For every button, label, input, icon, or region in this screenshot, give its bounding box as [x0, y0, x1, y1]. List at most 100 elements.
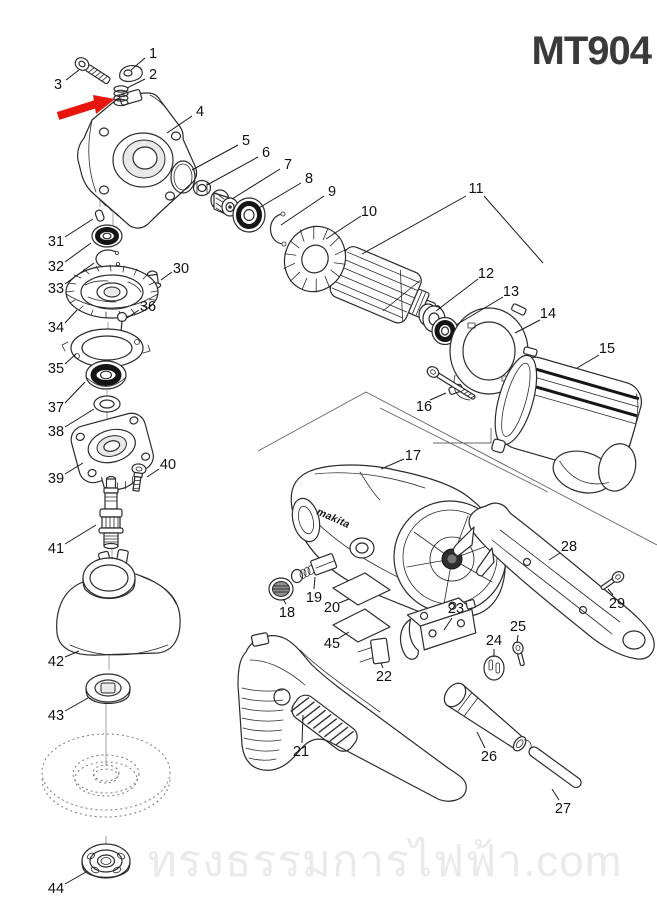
part-25-screw-drawing [512, 641, 525, 667]
callout-37: 37 [48, 400, 64, 416]
assembly-connector-lines [257, 391, 657, 546]
part-2-spring-drawing [113, 85, 129, 107]
page-title: MT904 [532, 29, 653, 73]
callout-leader-44 [64, 871, 87, 885]
callout-13: 13 [503, 284, 519, 300]
callout-leader-42 [64, 650, 80, 658]
callout-leader-23 [443, 617, 453, 631]
part-15-field-stator-drawing [491, 354, 642, 494]
callout-2: 2 [149, 67, 157, 83]
callout-leader-34 [64, 309, 78, 324]
callout-12: 12 [478, 266, 494, 282]
callout-45: 45 [324, 636, 340, 652]
part-45-label-sheet-drawing [332, 608, 391, 643]
callout-10: 10 [361, 204, 377, 220]
part-9-circlip-drawing [269, 211, 287, 247]
callout-5: 5 [242, 133, 250, 149]
callout-leader-5 [191, 144, 239, 171]
part-41-spindle-drawing [98, 475, 124, 550]
callout-6: 6 [262, 145, 270, 161]
callout-38: 38 [48, 424, 64, 440]
callout-14: 14 [540, 306, 556, 322]
part-6-nut-drawing [192, 179, 212, 197]
callout-19: 19 [306, 590, 322, 606]
callout-3: 3 [54, 77, 62, 93]
callout-7: 7 [284, 157, 292, 173]
callout-leader-31 [64, 218, 94, 238]
callout-leader-14 [514, 319, 541, 334]
callout-11: 11 [468, 181, 483, 197]
part-34-bevel-gear-drawing [65, 264, 159, 319]
callout-leader-18 [282, 598, 287, 605]
callout-15: 15 [599, 341, 615, 357]
part-23-switch-drawing [399, 597, 477, 660]
callout-20: 20 [324, 600, 340, 616]
callout-44: 44 [48, 881, 64, 897]
part-1-lever-drawing [119, 65, 143, 83]
callout-leader-15 [576, 354, 600, 369]
callout-18: 18 [279, 605, 295, 621]
callout-25: 25 [510, 619, 526, 635]
part-27-cord-drawing [523, 739, 582, 789]
part-44-lock-nut-drawing [81, 843, 131, 879]
part-8-ball-bearing-drawing [232, 197, 266, 233]
callout-4: 4 [196, 104, 204, 120]
callout-8: 8 [305, 171, 313, 187]
part-26-boot-drawing [443, 682, 527, 752]
callout-29: 29 [609, 596, 625, 612]
part-28-handle-housing-drawing [452, 502, 655, 660]
callout-30: 30 [173, 261, 189, 277]
callout-leader-11 [483, 195, 544, 264]
callout-leader-37 [64, 381, 86, 404]
highlight-arrow [56, 95, 115, 120]
part-31-pin-drawing [94, 209, 105, 222]
part-19-carbon-brush-drawing [290, 553, 338, 584]
callout-leader-7 [231, 168, 281, 200]
callout-leader-26 [476, 731, 486, 749]
part-4-gear-housing-drawing [77, 89, 198, 229]
callout-leader-38 [64, 408, 95, 428]
part-24-lever-drawing [483, 655, 505, 681]
part-20-label-sheet-drawing [332, 572, 391, 606]
callout-leader-10 [325, 215, 362, 240]
callout-16: 16 [416, 399, 432, 415]
part-21-handle-cover-drawing [237, 632, 467, 802]
part-38-washer-drawing [93, 395, 121, 413]
callout-39: 39 [48, 471, 64, 487]
callout-leader-43 [64, 697, 89, 712]
callout-leader-22 [380, 662, 384, 669]
callout-leader-32 [64, 242, 92, 263]
part-5-o-ring-drawing [170, 160, 196, 194]
callout-leader-33 [64, 262, 95, 285]
callout-leader-17 [380, 458, 405, 470]
callout-9: 9 [328, 184, 336, 200]
callout-leader-35 [64, 353, 77, 365]
part-22-capacitor-drawing [357, 637, 390, 665]
callout-leader-16 [429, 392, 447, 401]
callout-leader-25 [516, 634, 519, 644]
callout-1: 1 [149, 46, 157, 62]
callout-22: 22 [376, 669, 392, 685]
part-29-screw-drawing [600, 571, 625, 591]
part-39-bearing-box-drawing [70, 412, 154, 492]
part-32-ball-bearing-drawing [91, 224, 123, 248]
callout-34: 34 [48, 320, 64, 336]
callout-leader-30 [160, 271, 173, 281]
callout-leader-39 [64, 462, 84, 475]
callout-leader-6 [206, 156, 259, 186]
part-7-pinion-gear-drawing [210, 189, 239, 217]
callout-35: 35 [48, 361, 64, 377]
callout-leader-20 [338, 598, 350, 604]
callout-leader-36 [126, 309, 140, 319]
callout-leader-2 [126, 78, 146, 89]
callout-leader-1 [130, 57, 146, 71]
callout-leader-12 [435, 278, 479, 312]
part-36-screw-drawing [116, 311, 128, 333]
callout-leader-27 [551, 788, 560, 801]
watermark-text: ทรงธรรมการไฟฟ้า.com [148, 836, 623, 886]
callout-27: 27 [555, 801, 571, 817]
callout-layer: 1234567891011121314151617181920212223242… [48, 46, 625, 897]
callout-leader-19 [313, 576, 316, 590]
callout-17: 17 [405, 448, 421, 464]
